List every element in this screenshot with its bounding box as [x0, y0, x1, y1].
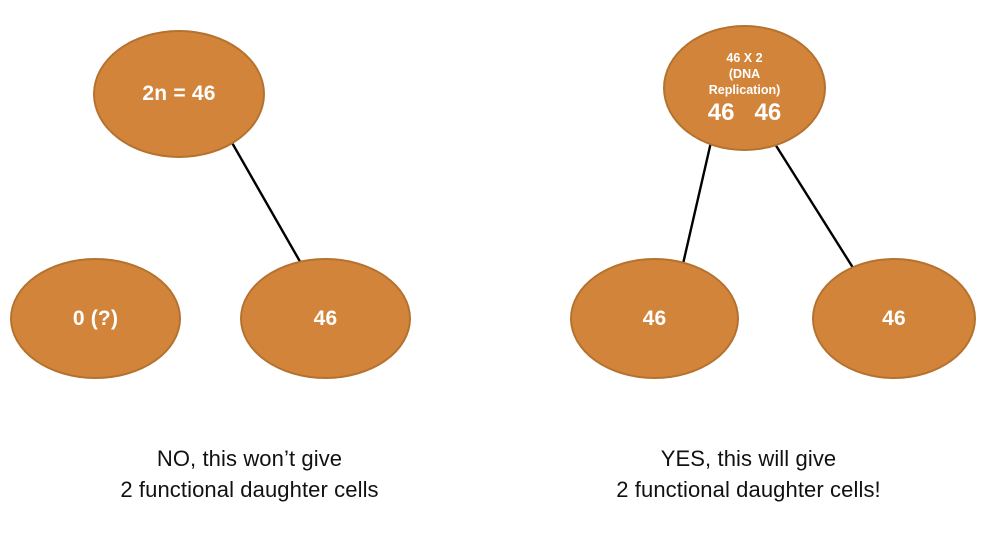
caption-right-line1: YES, this will give	[660, 446, 837, 471]
cell-parent-left-label: 2n = 46	[142, 82, 216, 106]
cell-daughter-left-46-label: 46	[313, 306, 338, 330]
cell-daughter-left-unknown: 0 (?)	[10, 258, 181, 379]
caption-right-line2: 2 functional daughter cells!	[616, 477, 881, 503]
cell-daughter-right-b-label: 46	[882, 306, 906, 330]
cell-daughter-left-46: 46	[240, 258, 411, 379]
cell-daughter-right-a-label: 46	[642, 306, 667, 330]
cell-parent-right-line1: 46 X 2	[726, 50, 763, 65]
cell-daughter-right-a: 46	[570, 258, 739, 379]
chromatid-pair: 46 46	[707, 98, 782, 127]
cell-daughter-right-b: 46	[812, 258, 976, 379]
caption-left: NO, this won’t give 2 functional daughte…	[0, 443, 499, 505]
caption-left-line1: NO, this won’t give	[156, 446, 343, 471]
cell-parent-right: 46 X 2 (DNA Replication) 46 46	[663, 25, 826, 151]
cell-parent-right-line3: Replication)	[708, 82, 781, 97]
panel-mitosis-with-replication: 46 X 2 (DNA Replication) 46 46 46 46 YES…	[499, 0, 998, 560]
chromatid-left-label: 46	[707, 98, 735, 126]
caption-right: YES, this will give 2 functional daughte…	[499, 443, 998, 505]
cell-parent-right-line2: (DNA	[728, 66, 761, 81]
chromatid-right-label: 46	[754, 98, 782, 126]
cell-daughter-left-unknown-label: 0 (?)	[72, 306, 119, 330]
panel-mitosis-without-replication: 2n = 46 0 (?) 46 NO, this won’t give 2 f…	[0, 30, 499, 505]
caption-left-line2: 2 functional daughter cells	[120, 477, 379, 503]
cell-parent-left: 2n = 46	[93, 30, 265, 158]
